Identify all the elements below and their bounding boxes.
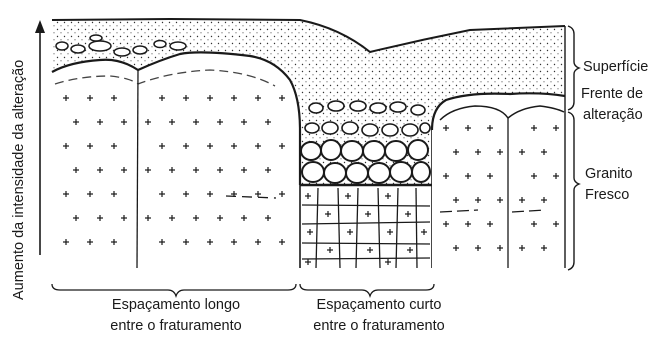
- intensity-axis-arrow: [35, 20, 45, 255]
- granite-crosses-middle: [305, 193, 427, 265]
- label-fresh-granite-line1: Granito: [585, 166, 633, 184]
- label-short-spacing-line1: Espaçamento curto: [294, 297, 464, 315]
- fresh-granite-right-block: [432, 93, 565, 268]
- label-weathering-front-line2: alteração: [583, 107, 643, 125]
- label-short-spacing-line2: entre o fraturamento: [294, 318, 464, 336]
- label-long-spacing-line1: Espaçamento longo: [84, 297, 268, 315]
- axis-label-weathering-intensity: Aumento da intensidade da alteração: [11, 60, 27, 300]
- label-weathering-front-line1: Frente de: [581, 86, 643, 104]
- label-surface: Superfície: [583, 59, 648, 77]
- label-long-spacing-line2: entre o fraturamento: [84, 318, 268, 336]
- label-fresh-granite-line2: Fresco: [585, 187, 629, 205]
- bottom-braces: [52, 284, 434, 296]
- fresh-granite-left-block: [52, 52, 300, 268]
- zone-brackets: [568, 26, 579, 270]
